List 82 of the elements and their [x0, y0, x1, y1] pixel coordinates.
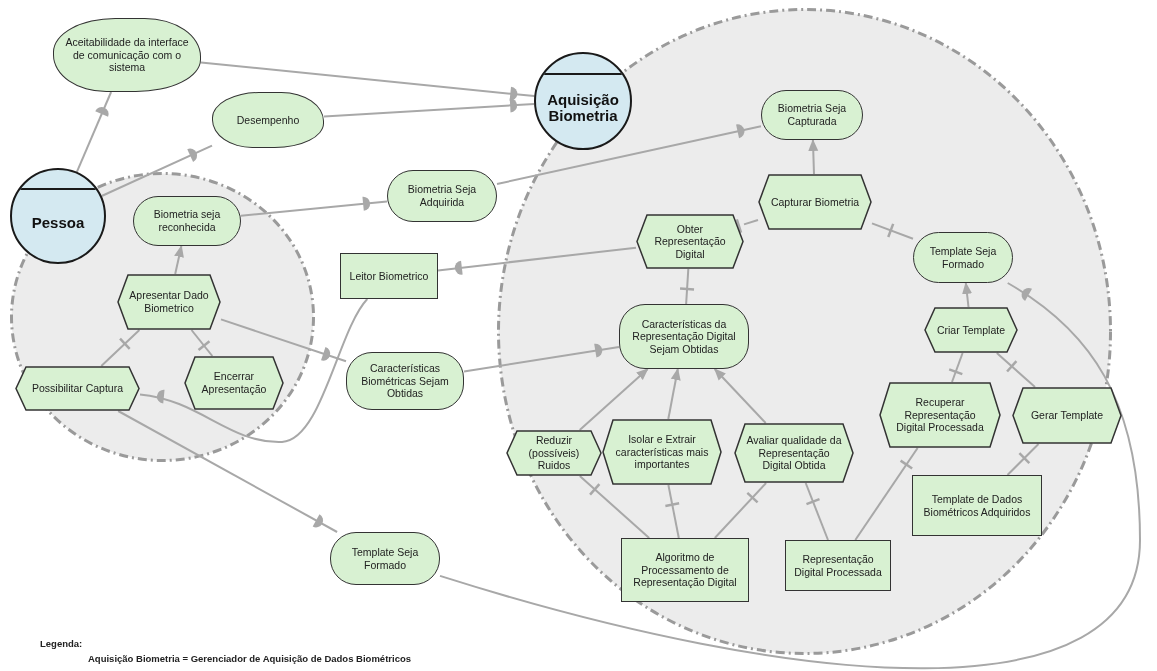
means-end-arrow	[667, 368, 681, 420]
goal-pill	[330, 532, 440, 585]
means-end-arrow	[174, 245, 184, 275]
node-label: Leitor Biometrico	[349, 269, 429, 283]
node-label: Características Biométricas Sejam Obtidas	[360, 362, 450, 400]
decomposition-link	[678, 268, 696, 305]
decomposition-link	[854, 447, 919, 541]
node-label: Isolar e Extrair características mais importantes	[614, 433, 710, 471]
actor-name: Aquisição Biometria	[546, 91, 620, 125]
dependency-link	[496, 124, 762, 185]
dependency-link	[100, 144, 213, 197]
node-label: Recuperar Representação Digital Processada	[895, 396, 985, 434]
node-label: Template Seja Formado	[928, 244, 998, 271]
softgoal-cloud	[212, 92, 324, 148]
node-label: Encerrar Apresentação	[200, 370, 268, 396]
node-label: Apresentar Dado Biometrico	[129, 289, 209, 315]
task-hexagon	[117, 274, 221, 330]
node-label: Template de Dados Biométricos Adquiridos	[922, 492, 1032, 519]
decomposition-link	[995, 352, 1036, 388]
dependency-link	[323, 98, 536, 118]
decomposition-link	[871, 222, 914, 240]
task-hexagon	[636, 214, 744, 269]
decomposition-link	[713, 482, 768, 539]
means-end-arrow	[962, 282, 972, 308]
node-label: Representação Digital Processada	[793, 552, 883, 579]
node-label: Características da Representação Digital Sejam Obtidas	[631, 317, 737, 356]
task-hexagon	[506, 430, 602, 476]
means-end-arrow	[713, 368, 767, 424]
node-label: Biometria Seja Adquirida	[406, 183, 478, 209]
decomposition-link	[100, 329, 141, 367]
node-label: Capturar Biometria	[770, 195, 860, 209]
resource-box	[912, 475, 1042, 536]
task-hexagon	[15, 366, 140, 411]
dependency-link	[117, 410, 339, 533]
dependency-link	[220, 318, 347, 363]
node-label: Avaliar qualidade da Representação Digital Obtida	[746, 434, 842, 472]
node-label: Desempenho	[236, 113, 300, 127]
task-hexagon	[1012, 387, 1122, 444]
dependency-link	[200, 61, 536, 101]
node-label: Gerar Template	[1030, 409, 1104, 422]
dependency-link	[240, 196, 388, 217]
means-end-arrow	[808, 139, 819, 175]
task-hexagon	[184, 356, 284, 410]
node-label: Obter Representação Digital	[653, 222, 727, 261]
dependency-link	[437, 246, 637, 275]
node-label: Possibilitar Captura	[31, 382, 123, 395]
task-hexagon	[924, 307, 1018, 353]
resource-box	[340, 253, 438, 299]
dependency-link	[75, 91, 113, 173]
resource-box	[621, 538, 749, 602]
goal-pill	[346, 352, 464, 410]
dependency-link	[139, 298, 369, 443]
decomposition-link	[804, 482, 829, 541]
node-label: Biometria Seja Capturada	[776, 102, 848, 128]
node-label: Aceitabilidade da interface de comunicação com o sistema	[64, 36, 190, 74]
resource-box	[785, 540, 891, 591]
legend-heading: Legenda:	[40, 638, 83, 649]
task-hexagon	[879, 382, 1001, 448]
goal-pill	[761, 90, 863, 140]
goal-pill	[619, 304, 749, 369]
decomposition-link	[947, 352, 964, 383]
dependency-link	[439, 282, 1141, 670]
goal-pill	[387, 170, 497, 222]
legend-note: Aquisição Biometria = Gerenciador de Aquisição de Dados Biométricos	[88, 653, 411, 664]
goal-pill	[133, 196, 241, 246]
node-label: Algoritmo de Processamento de Representação Digital	[632, 551, 738, 589]
decomposition-link	[1006, 443, 1040, 476]
means-end-arrow	[578, 368, 649, 431]
node-label: Template Seja Formado	[350, 545, 420, 572]
node-label: Criar Template	[936, 323, 1006, 337]
decomposition-link	[190, 329, 214, 357]
task-hexagon	[758, 174, 872, 230]
actor-name: Pessoa	[31, 214, 85, 232]
decomposition-link	[664, 484, 681, 539]
decomposition-link	[735, 218, 759, 234]
dependency-link	[463, 343, 620, 373]
node-label: Reduzir (possíveis) Ruidos	[527, 434, 581, 472]
task-hexagon	[602, 419, 722, 485]
node-label: Biometria seja reconhecida	[152, 208, 222, 234]
actor-boundary	[10, 172, 315, 462]
task-hexagon	[734, 423, 854, 483]
decomposition-link	[578, 475, 651, 539]
